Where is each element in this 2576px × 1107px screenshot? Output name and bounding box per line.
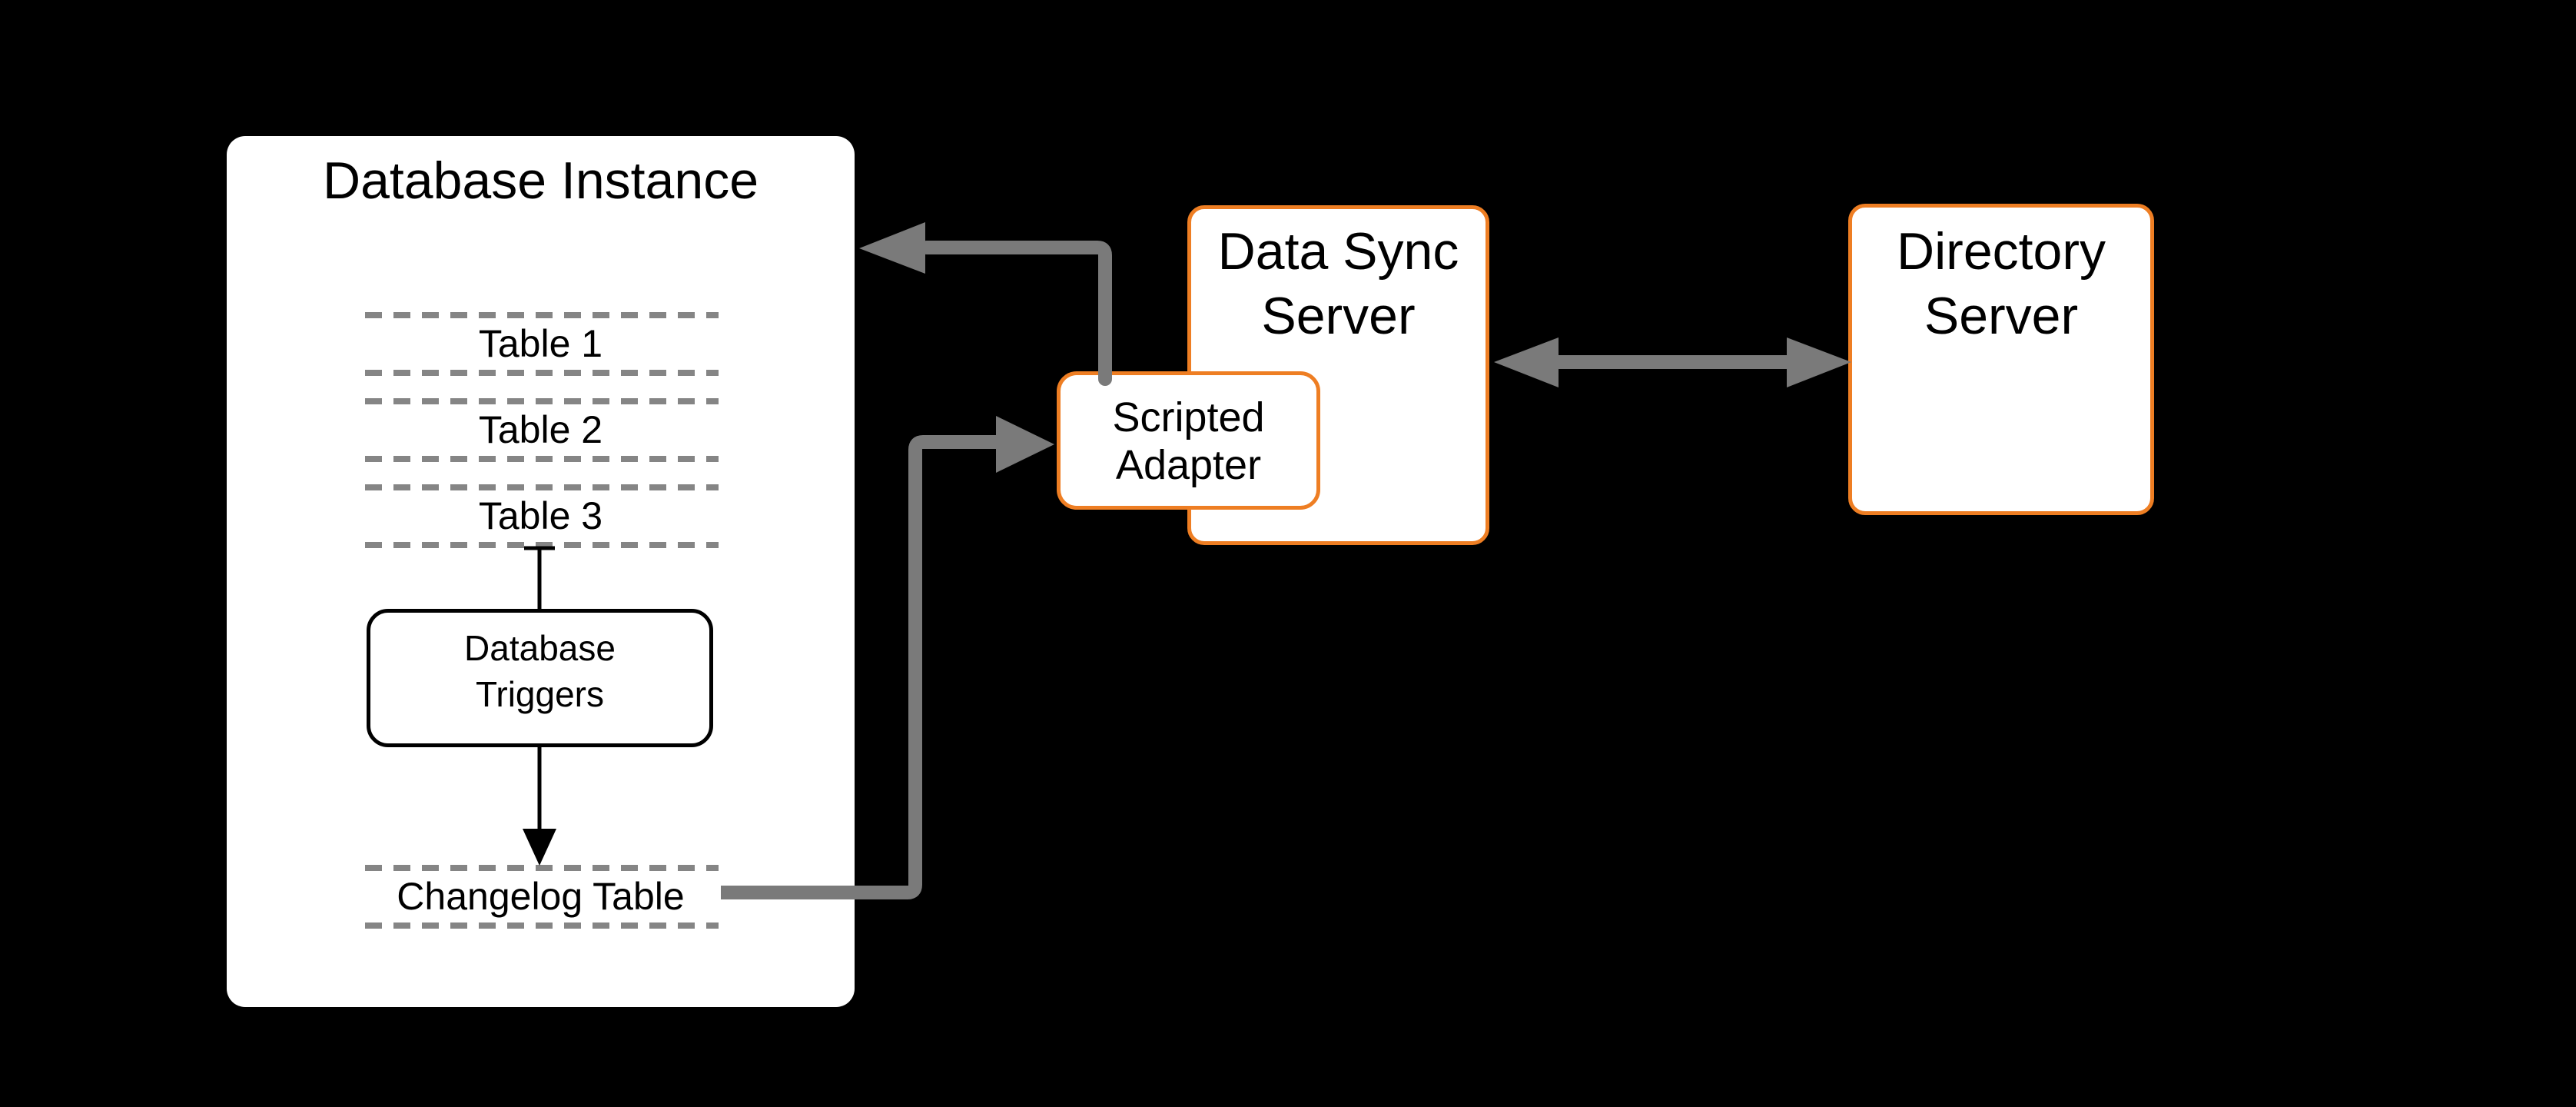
database-triggers-line-1: Database [464, 628, 616, 668]
data-sync-server-title-line-2: Server [1261, 287, 1416, 345]
changelog-table-label: Changelog Table [397, 875, 685, 918]
directory-server-title-line-2: Server [1924, 287, 2079, 345]
arrow-bidirectional-sync-directory [1494, 337, 1851, 387]
database-triggers-box [367, 609, 713, 747]
table-3-label: Table 3 [478, 494, 603, 537]
scripted-adapter-box [1057, 371, 1320, 510]
scripted-adapter-line-2: Adapter [1115, 442, 1262, 488]
database-triggers-line-2: Triggers [476, 674, 604, 714]
bidirectional-arrow-left-head [1494, 337, 1559, 387]
arrow-adapter-head [859, 222, 925, 274]
arrow-adapter-to-database [859, 222, 1112, 386]
scripted-adapter-line-1: Scripted [1112, 394, 1265, 440]
directory-server-box [1848, 204, 2154, 515]
database-instance-title: Database Instance [322, 151, 759, 210]
arrow-changelog-head [996, 416, 1054, 473]
directory-server-title-line-1: Directory [1896, 222, 2106, 281]
data-sync-server-title-line-1: Data Sync [1217, 222, 1459, 281]
bidirectional-arrow-right-head [1787, 337, 1851, 387]
arrow-adapter-shaft [920, 241, 1112, 386]
table-2-label: Table 2 [478, 408, 603, 451]
table-1-label: Table 1 [478, 322, 603, 365]
